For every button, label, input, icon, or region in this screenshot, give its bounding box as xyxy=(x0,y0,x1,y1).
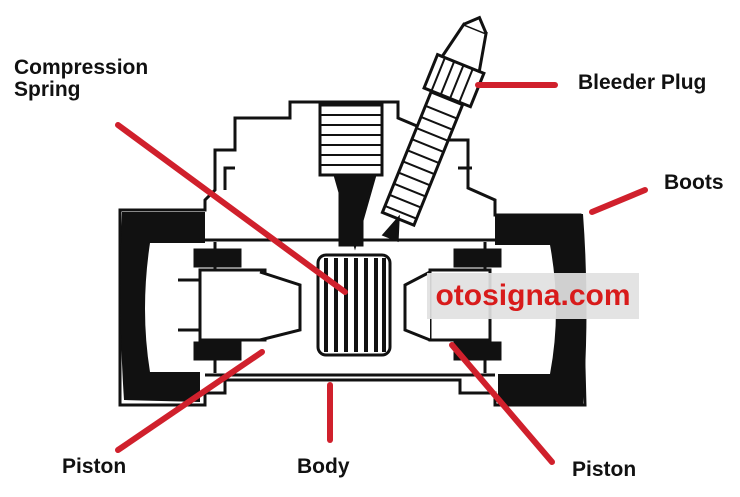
left-boot xyxy=(120,212,205,402)
left-piston xyxy=(178,248,302,361)
watermark: otosigna.com xyxy=(427,273,639,319)
leader-piston-left xyxy=(115,349,265,453)
leader-compression-spring xyxy=(115,122,348,295)
leader-piston-right xyxy=(449,342,555,465)
leader-lines xyxy=(115,82,648,465)
label-piston-left: Piston xyxy=(62,455,127,478)
label-body: Body xyxy=(297,455,350,478)
label-boots: Boots xyxy=(664,171,724,194)
compression-spring xyxy=(316,253,392,357)
inlet-port xyxy=(318,103,384,251)
label-compression-spring: Compression Spring xyxy=(14,56,149,102)
bleeder-plug-shape xyxy=(380,15,488,243)
label-bleeder-plug: Bleeder Plug xyxy=(578,71,707,94)
label-piston-right: Piston xyxy=(572,458,637,481)
leader-boots xyxy=(589,187,648,215)
